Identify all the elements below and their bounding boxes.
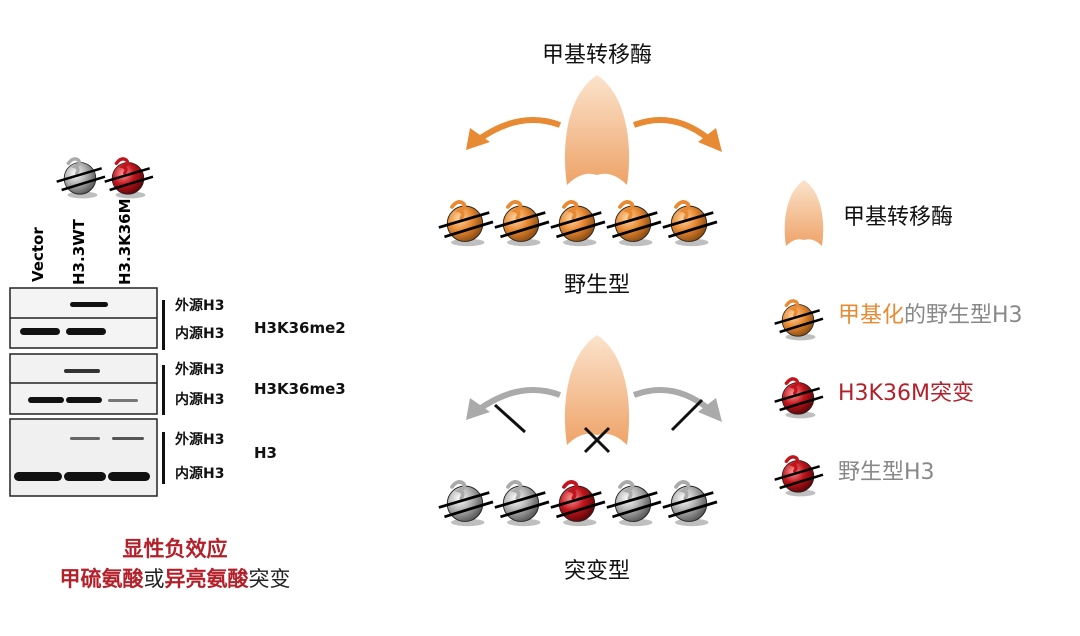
x-mark-icon: [583, 426, 611, 454]
legend: 甲基转移酶 甲基化的野生型H3 H3K36M突变 野生型H3: [773, 180, 1023, 499]
band: [108, 399, 138, 402]
arrow-left: [476, 117, 562, 143]
band: [14, 472, 62, 481]
methyltransferase-enzyme: [564, 75, 630, 185]
antibody-label-h3k36me3: H3K36me3: [254, 380, 346, 398]
caption-methionine: 甲硫氨酸: [60, 567, 145, 591]
antibody-label-h3k36me2: H3K36me2: [254, 319, 346, 337]
row-label-endogenous: 内源H3: [175, 465, 224, 482]
arrow-right-head: [698, 128, 722, 152]
enzyme-title: 甲基转移酶: [542, 43, 652, 68]
lane-label-vector: Vector: [29, 227, 47, 282]
methylated-nucleosome: [437, 200, 495, 248]
band: [70, 302, 108, 307]
caption-isoleucine: 异亮氨酸: [165, 567, 250, 591]
block-mark: [670, 398, 704, 432]
bracket: [162, 300, 165, 350]
caption-mutation-word: 突变: [249, 567, 291, 591]
wildtype-diagram: 甲基转移酶 野生型: [437, 43, 722, 298]
mutant-nucleosome: [548, 480, 607, 529]
unmethylated-nucleosome: [493, 480, 551, 529]
row-label-exogenous: 外源H3: [175, 431, 224, 448]
western-blot: Vector H3.3WT H3.3K36M: [9, 157, 346, 591]
band: [70, 437, 100, 440]
arrow-right: [632, 117, 712, 143]
band: [66, 397, 102, 403]
legend-methylated-word: 甲基化: [838, 303, 904, 328]
band: [108, 472, 150, 481]
legend-wildtype-label: 野生型H3: [838, 460, 935, 485]
blot-panel-h3k36me2: [9, 287, 158, 349]
bracket: [162, 365, 165, 415]
row-label-exogenous: 外源H3: [175, 361, 224, 378]
unmethylated-nucleosome: [604, 480, 663, 529]
blocked-arrow-right: [632, 387, 712, 413]
unmethylated-nucleosome: [660, 480, 719, 529]
bracket: [162, 432, 165, 484]
band: [64, 369, 100, 373]
methylated-nucleosome: [493, 200, 551, 248]
caption-mutation: 甲硫氨酸或异亮氨酸突变: [60, 567, 291, 591]
legend-methylated-label: 甲基化的野生型H3: [838, 303, 1023, 328]
mutant-nucleosome-icon: [102, 157, 155, 201]
legend-wildtype-h3-word: 的野生型H3: [904, 303, 1023, 328]
mutant-diagram: 突变型: [437, 335, 722, 584]
methylated-nucleosome: [604, 200, 663, 248]
antibody-label-h3: H3: [254, 444, 277, 462]
block-mark: [493, 403, 527, 434]
band: [112, 437, 144, 440]
mutant-nucleosome-row: [437, 480, 719, 529]
methyltransferase-enzyme: [564, 335, 630, 445]
legend-enzyme-icon: [784, 180, 824, 246]
mutant-label: 突变型: [564, 559, 630, 584]
blocked-arrow-left: [476, 387, 562, 413]
row-label-endogenous: 内源H3: [175, 325, 224, 342]
methylated-nucleosome: [548, 200, 607, 248]
lane-label-h33wt: H3.3WT: [70, 218, 88, 285]
blot-panel-h3: [9, 418, 158, 497]
wildtype-nucleosome-row: [437, 200, 719, 248]
legend-enzyme-label: 甲基转移酶: [843, 205, 953, 230]
legend-mutant-label: H3K36M突变: [838, 381, 974, 406]
wildtype-label: 野生型: [564, 273, 630, 298]
band: [64, 472, 106, 481]
band: [66, 328, 106, 335]
arrow-left-head: [466, 128, 490, 150]
band: [28, 397, 64, 403]
blot-panel-h3k36me3: [9, 353, 158, 415]
caption-or: 或: [144, 567, 165, 591]
unmethylated-nucleosome: [437, 480, 495, 529]
legend-methylated-nucleosome-icon: [773, 299, 825, 343]
band: [20, 328, 60, 335]
row-label-endogenous: 内源H3: [175, 391, 224, 408]
blocked-arrow-right-head: [698, 398, 722, 422]
blocked-arrow-left-head: [466, 398, 490, 420]
lane-label-h33k36m: H3.3K36M: [116, 198, 134, 285]
legend-wildtype-nucleosome-icon: [773, 455, 825, 499]
methylated-nucleosome: [660, 200, 719, 248]
wildtype-nucleosome-icon: [55, 157, 107, 201]
legend-mutant-nucleosome-icon: [773, 377, 825, 421]
row-label-exogenous: 外源H3: [175, 297, 224, 314]
caption-dominant-negative: 显性负效应: [123, 537, 228, 561]
